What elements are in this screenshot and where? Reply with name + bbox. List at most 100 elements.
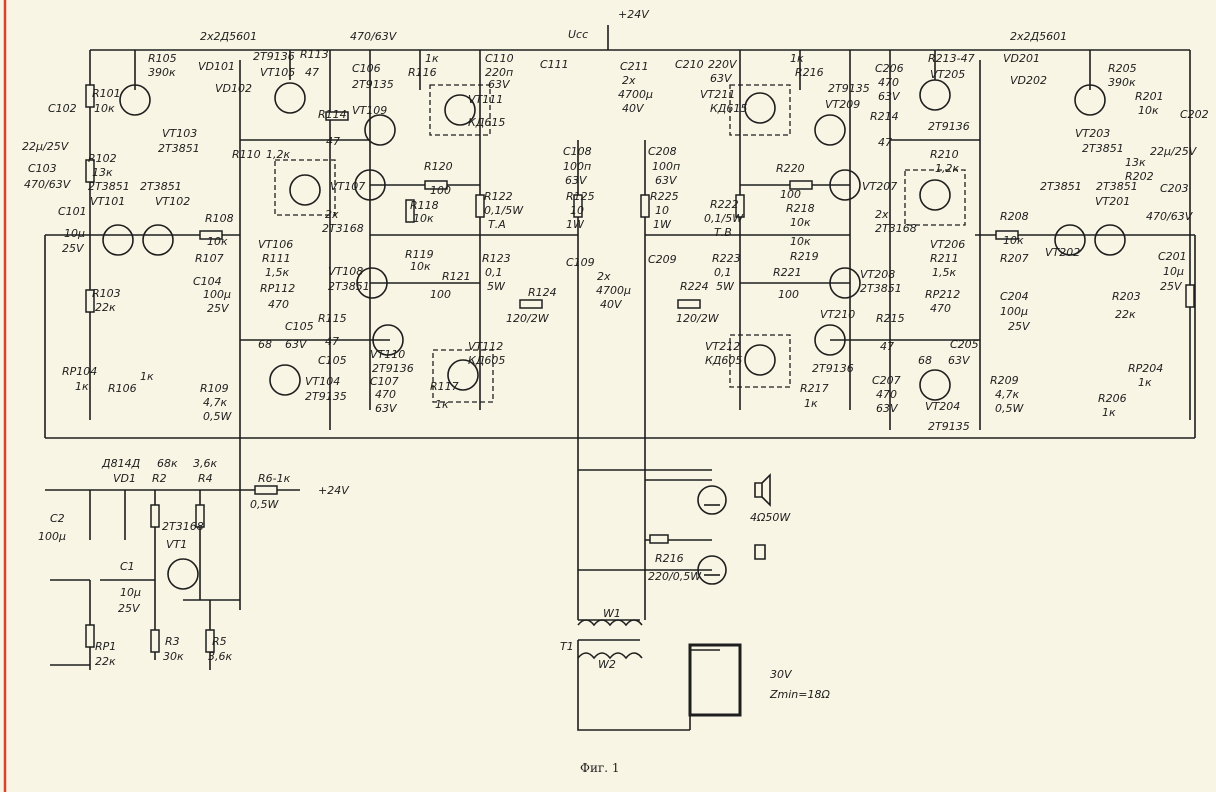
transistor-vt210 xyxy=(814,324,846,356)
component-label: R225 xyxy=(650,190,679,203)
component-label: R206 xyxy=(1098,392,1127,405)
component-label: 2Т3851 xyxy=(860,282,902,295)
component-label: R101 xyxy=(92,87,121,100)
component-label: 10 xyxy=(655,204,669,217)
component-label: VD102 xyxy=(215,82,252,95)
component-label: 2Т9135 xyxy=(828,82,870,95)
component-label: R223 xyxy=(712,252,741,265)
heatsink-box xyxy=(429,84,491,136)
component-label: 3,6к xyxy=(208,650,232,663)
component-label: R211 xyxy=(930,252,959,265)
component-label: R215 xyxy=(876,312,905,325)
component-label: W1 xyxy=(603,607,621,620)
component-label: 2Т9136 xyxy=(928,120,970,133)
component-label: VT111 xyxy=(468,93,503,106)
speaker-jacks xyxy=(577,473,771,717)
component-label: R218 xyxy=(786,202,815,215)
component-label: C107 xyxy=(370,375,399,388)
transistor-vt112 xyxy=(447,359,479,391)
component-label: C101 xyxy=(58,205,87,218)
component-label: 2х xyxy=(875,208,889,221)
component-label: 1к xyxy=(1102,406,1116,419)
component-label: 63V xyxy=(710,72,733,85)
component-label: +24V xyxy=(618,8,650,21)
component-label: 25V xyxy=(1160,280,1183,293)
component-label: R108 xyxy=(205,212,234,225)
component-label: VT103 xyxy=(162,127,197,140)
component-label: 10к xyxy=(207,235,228,248)
component-label: VT206 xyxy=(930,238,965,251)
component-label: 2Т3851 xyxy=(1082,142,1124,155)
component-label: 2х xyxy=(622,74,636,87)
component-label: 13к xyxy=(1125,156,1146,169)
component-label: 2х2Д5601 xyxy=(200,30,257,43)
transistor-vt104 xyxy=(269,364,301,396)
component-label: VT108 xyxy=(328,265,363,278)
component-label: 10к xyxy=(1003,234,1024,247)
component-label: Ucc xyxy=(568,28,588,41)
component-label: 68к xyxy=(157,457,178,470)
component-label: R124 xyxy=(528,286,557,299)
component-label: 470/63V xyxy=(24,178,72,191)
transistors xyxy=(102,79,1126,590)
component-label: VT110 xyxy=(370,348,405,361)
component-label: C111 xyxy=(540,58,569,71)
component-label: R214 xyxy=(870,110,899,123)
component-label: 4Ω50W xyxy=(750,511,791,524)
component-label: 2Т3851 xyxy=(328,280,370,293)
component-label: 470/63V xyxy=(1146,210,1194,223)
component-label: VT208 xyxy=(860,268,895,281)
component-label: VT109 xyxy=(352,104,387,117)
component-label: 0,5W xyxy=(995,402,1024,415)
component-label: КД605 xyxy=(468,354,505,367)
component-label: 1W xyxy=(653,218,672,231)
component-label: RP104 xyxy=(62,365,97,378)
component-label: 22µ/25V xyxy=(22,140,70,153)
component-label: RP212 xyxy=(925,288,960,301)
component-label: R120 xyxy=(424,160,453,173)
component-label: C209 xyxy=(648,253,677,266)
component-label: R109 xyxy=(200,382,229,395)
heatsink-box xyxy=(274,159,336,216)
transistor-vt203 xyxy=(1074,84,1106,116)
component-label: R119 xyxy=(405,248,434,261)
component-label: VT1 xyxy=(166,538,187,551)
component-label: C2 xyxy=(50,512,65,525)
component-label: C108 xyxy=(563,145,592,158)
component-label: 0,1 xyxy=(485,266,503,279)
component-label: T1 xyxy=(560,640,574,653)
transistor-vt107 xyxy=(354,169,386,201)
component-label: 390к xyxy=(1108,76,1136,89)
component-label: 68 xyxy=(918,354,932,367)
component-label: Zmin=18Ω xyxy=(769,688,830,701)
transistor-vt207 xyxy=(829,169,861,201)
component-label: R224 xyxy=(680,280,709,293)
component-label: 2Т3851 xyxy=(1096,180,1138,193)
component-label: VD101 xyxy=(198,60,235,73)
transistor-vt205 xyxy=(919,79,951,111)
component-label: RP1 xyxy=(95,640,116,653)
component-label: 1к xyxy=(804,397,818,410)
component-label: 1к xyxy=(790,52,804,65)
component-label: 1,5к xyxy=(265,266,289,279)
component-label: 470 xyxy=(268,298,289,311)
speaker-icon xyxy=(754,473,771,507)
component-label: 0,1 xyxy=(714,266,732,279)
component-label: 4700µ xyxy=(596,284,631,297)
component-label: 47 xyxy=(305,66,319,79)
component-label: RP204 xyxy=(1128,362,1163,375)
component-label: VT205 xyxy=(930,68,965,81)
transistor-vt102 xyxy=(142,224,174,256)
transistor-vt208 xyxy=(829,267,861,299)
component-label: 120/2W xyxy=(506,312,550,325)
component-label: R116 xyxy=(408,66,437,79)
component-label: 2х xyxy=(325,208,339,221)
component-label: R103 xyxy=(92,287,121,300)
component-label: 220/0,5W xyxy=(648,570,702,583)
transistor-vt103 xyxy=(119,84,151,116)
component-label: Т.А xyxy=(488,218,506,231)
component-label: 10к xyxy=(1138,104,1159,117)
component-label: C105 xyxy=(318,354,347,367)
component-label: 470 xyxy=(375,388,396,401)
component-label: R125 xyxy=(566,190,595,203)
